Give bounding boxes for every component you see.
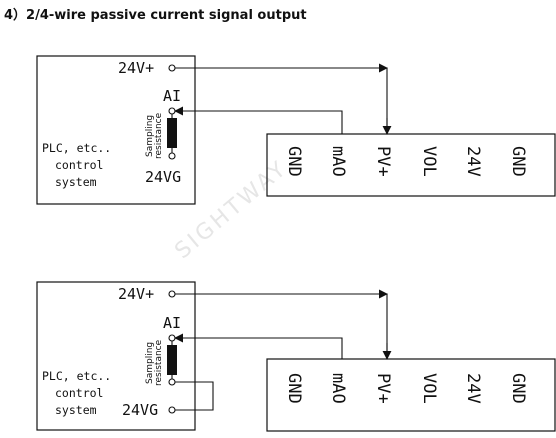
terminal-gnd-right: GND [508, 373, 528, 404]
power-positive-terminal [168, 64, 176, 72]
plc-label-line-1: PLC, etc.. [42, 141, 111, 155]
resistor-label-line-1: Sampling [145, 342, 155, 384]
terminal-mao: mAO [328, 146, 348, 177]
sampling-resistor [167, 345, 177, 375]
analog-input-label: AI [163, 314, 181, 332]
terminal-pv-plus: PV+ [373, 146, 393, 177]
power-positive-label: 24V+ [118, 285, 154, 303]
analog-input-label: AI [163, 87, 181, 105]
terminal-pv-plus: PV+ [373, 373, 393, 404]
terminal-vol: VOL [419, 146, 439, 177]
sampling-resistor [167, 118, 177, 148]
wire-mao-to-ai [175, 110, 343, 134]
wire-mao-to-ai [175, 337, 343, 359]
terminal-gnd-left: GND [284, 373, 304, 404]
power-positive-label: 24V+ [118, 59, 154, 77]
analog-input-terminal [168, 107, 176, 115]
plc-label-line-3: system [55, 403, 97, 417]
plc-label-line-2: control [55, 386, 103, 400]
terminal-labels: GND mAO PV+ VOL 24V GND [284, 146, 528, 177]
resistor-bottom-terminal [168, 378, 176, 386]
wire-24v-to-pv [175, 67, 388, 134]
plc-box [36, 281, 196, 431]
terminal-24v: 24V [463, 146, 483, 177]
diagram-two-wire: PLC, etc.. control system 24V+ AI Sampli… [36, 55, 556, 205]
power-negative-label: 24VG [145, 168, 181, 186]
jumper-resistor-to-24vg [175, 381, 214, 411]
plc-label-line-1: PLC, etc.. [42, 369, 111, 383]
transmitter-box [266, 133, 556, 197]
resistor-label-line-2: resistance [154, 112, 164, 159]
section-heading: 4）2/4-wire passive current signal output [4, 8, 307, 23]
plc-label-line-3: system [55, 175, 97, 189]
plc-label-line-2: control [55, 158, 103, 172]
terminal-gnd-right: GND [508, 146, 528, 177]
power-positive-terminal [168, 290, 176, 298]
resistor-label-line-2: resistance [154, 339, 164, 386]
terminal-24v: 24V [463, 373, 483, 404]
power-negative-terminal [168, 152, 176, 160]
terminal-vol: VOL [419, 373, 439, 404]
diagram-four-wire: PLC, etc.. control system 24V+ AI Sampli… [36, 281, 556, 432]
terminal-mao: mAO [328, 373, 348, 404]
analog-input-terminal [168, 334, 176, 342]
resistor-label-line-1: Sampling [145, 115, 155, 157]
terminal-labels: GND mAO PV+ VOL 24V GND [284, 373, 528, 404]
wire-24v-to-pv [175, 293, 388, 359]
power-negative-terminal [168, 406, 176, 414]
plc-box [36, 55, 196, 205]
terminal-gnd-left: GND [284, 146, 304, 177]
watermark-text: SIGHTWAY [170, 156, 292, 264]
power-negative-label: 24VG [122, 401, 158, 419]
transmitter-box [266, 358, 556, 432]
